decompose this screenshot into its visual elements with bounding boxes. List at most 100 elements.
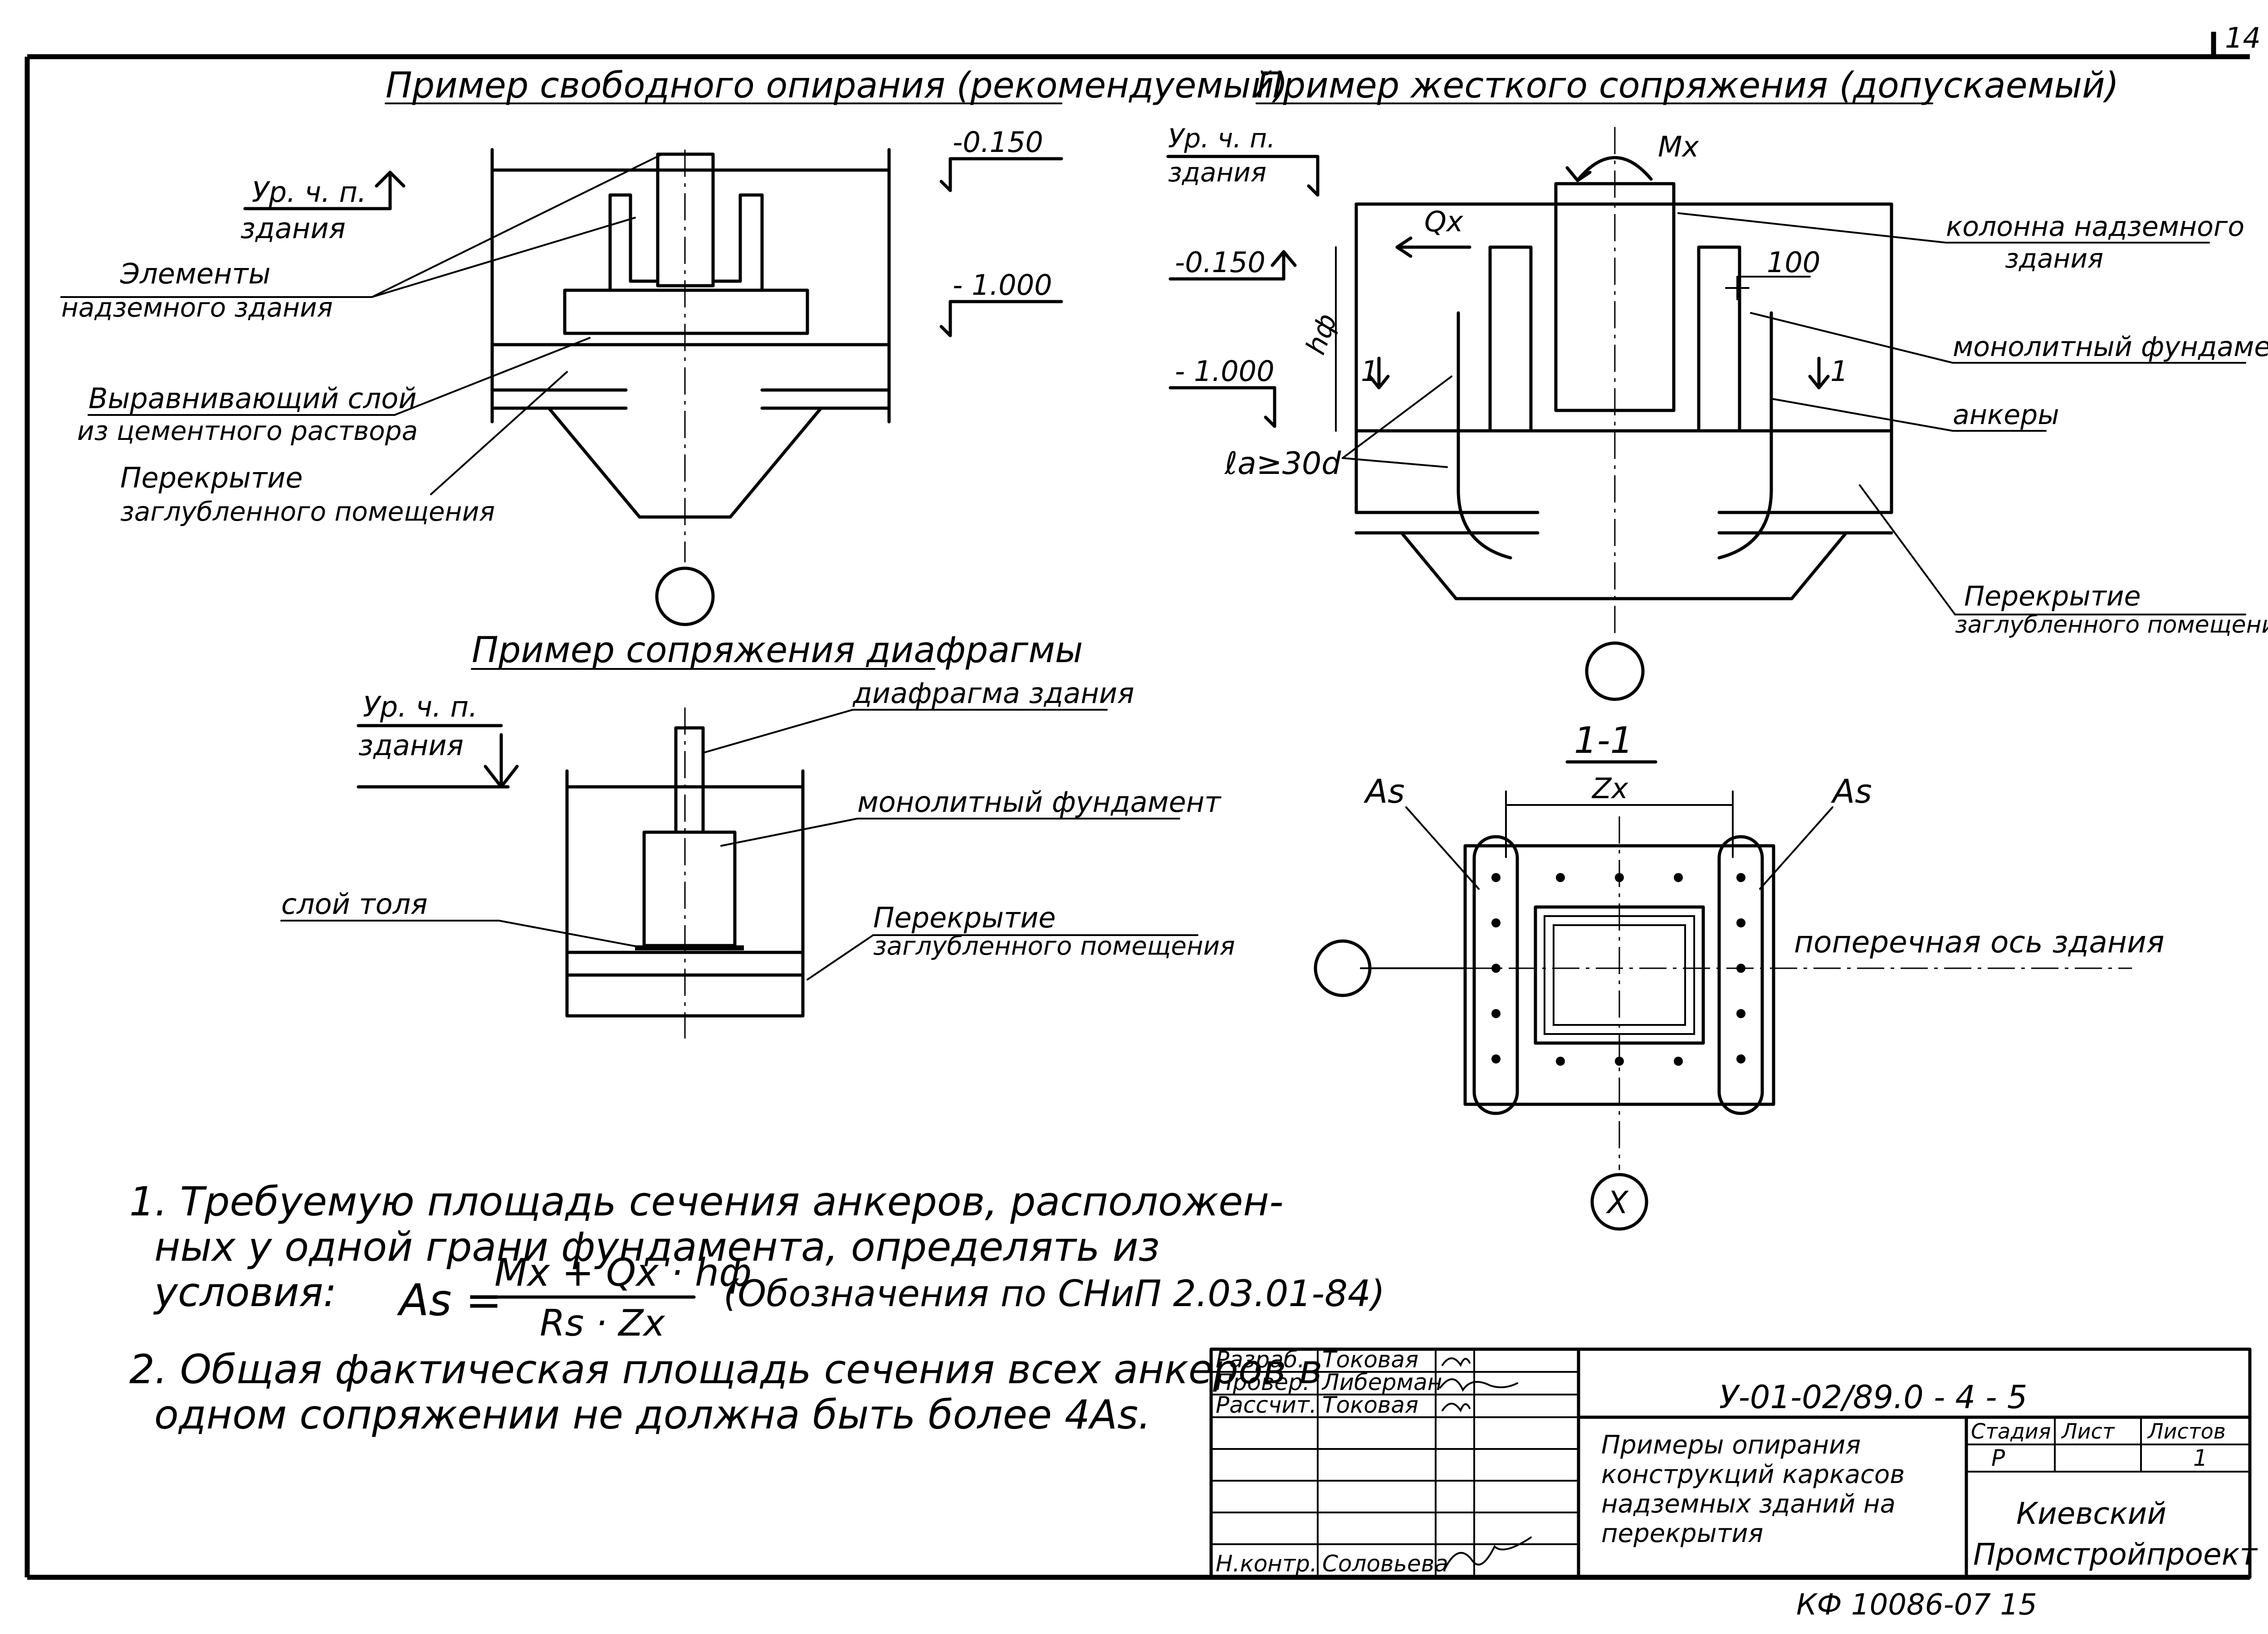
svg-text:Разраб.: Разраб. xyxy=(1216,1346,1305,1373)
figure-free-support: Пример свободного опирания (рекомендуемы… xyxy=(60,65,1288,626)
svg-text:-0.150: -0.150 xyxy=(1175,246,1266,279)
svg-text:заглубленного помещения: заглубленного помещения xyxy=(120,496,495,527)
svg-text:поперечная ось здания: поперечная ось здания xyxy=(1794,925,2165,960)
level-mark-ground: Ур. ч. п. здания xyxy=(240,171,406,245)
rebar-dots xyxy=(1491,873,1745,1066)
label-column: колонна надземного xyxy=(1946,211,2244,243)
svg-text:Ур. ч. п.: Ур. ч. п. xyxy=(363,690,478,723)
svg-text:Ур. ч. п.: Ур. ч. п. xyxy=(252,176,367,209)
sheet-number: 14 xyxy=(2225,21,2261,54)
svg-text:Mx + Qx · hф: Mx + Qx · hф xyxy=(494,1250,752,1295)
svg-text:ных у одной грани фундамента,: ных у одной грани фундамента, определять… xyxy=(154,1224,1160,1270)
figure-title: Пример свободного опирания (рекомендуемы… xyxy=(386,65,1288,106)
svg-text:надземных зданий на: надземных зданий на xyxy=(1601,1489,1896,1519)
signature xyxy=(1442,1357,1471,1367)
signature xyxy=(1439,1378,1518,1392)
signature xyxy=(1444,1536,1532,1570)
svg-text:As: As xyxy=(1364,772,1405,810)
level-mark-1000: - 1.000 xyxy=(1168,355,1276,428)
svg-text:Mx: Mx xyxy=(1658,130,1699,163)
axis-bubble xyxy=(1314,939,1372,997)
note-1: 1. Требуемую площадь сечения анкеров, ра… xyxy=(129,1178,1284,1225)
svg-text:конструкций каркасов: конструкций каркасов xyxy=(1601,1460,1905,1489)
label-leveling-layer: Выравнивающий слой xyxy=(88,382,417,415)
figure-title: Пример жесткого сопряжения (допускаемый) xyxy=(1256,65,2119,106)
archive-stamp: КФ 10086-07 15 xyxy=(1796,1588,2037,1622)
level-mark-150: -0.150 xyxy=(1168,246,1297,281)
anchor-group-left xyxy=(1472,835,1519,1115)
svg-text:Соловьева: Соловьева xyxy=(1322,1551,1448,1577)
label-tar-layer: слой толя xyxy=(281,888,428,921)
level-mark-ground: Ур. ч. п. здания xyxy=(357,690,519,789)
figure-rigid-connection: Пример жесткого сопряжения (допускаемый)… xyxy=(1166,65,2268,701)
svg-text:- 1.000: - 1.000 xyxy=(953,268,1052,302)
anchor-group-right xyxy=(1717,835,1764,1115)
svg-text:здания: здания xyxy=(240,212,346,245)
signature xyxy=(1442,1403,1471,1413)
svg-text:здания: здания xyxy=(2005,243,2103,274)
section-1-1: 1-1 Zx xyxy=(1314,719,2165,1231)
drawing-code: У-01-02/89.0 - 4 - 5 xyxy=(1719,1379,2027,1416)
svg-text:As =: As = xyxy=(396,1275,502,1326)
label-floor: Перекрытие xyxy=(1964,580,2141,612)
label-foundation: монолитный фундамент xyxy=(1953,331,2268,363)
svg-text:заглубленного помещения: заглубленного помещения xyxy=(1955,611,2268,639)
label-foundation: монолитный фундамент xyxy=(857,785,1222,819)
moment-arrow xyxy=(1577,156,1653,181)
label-anchors: анкеры xyxy=(1953,399,2059,431)
svg-text:Rs · Zx: Rs · Zx xyxy=(540,1302,665,1344)
svg-text:Qx: Qx xyxy=(1424,205,1464,238)
svg-text:здания: здания xyxy=(358,729,464,762)
svg-text:-0.150: -0.150 xyxy=(953,126,1043,159)
level-mark-1000: - 1.000 xyxy=(939,268,1063,337)
svg-text:Либерман: Либерман xyxy=(1321,1369,1442,1395)
svg-text:Листов: Листов xyxy=(2147,1419,2226,1444)
svg-text:из цементного раствора: из цементного раствора xyxy=(77,415,418,446)
svg-text:перекрытия: перекрытия xyxy=(1601,1519,1763,1548)
svg-text:Киевский: Киевский xyxy=(2016,1496,2166,1531)
label-floor: Перекрытие xyxy=(873,901,1056,934)
svg-text:заглубленного помещения: заглубленного помещения xyxy=(873,932,1235,961)
svg-text:одном сопряжении не должна быт: одном сопряжении не должна быть более 4A… xyxy=(154,1391,1151,1438)
section-title: 1-1 xyxy=(1574,719,1633,761)
svg-text:(Обозначения по СНиП 2.03.01-8: (Обозначения по СНиП 2.03.01-84) xyxy=(723,1273,1385,1315)
figure-diaphragm: Пример сопряжения диафрагмы Ур. ч. п. зд… xyxy=(280,630,1235,1039)
anchor-right xyxy=(1717,311,1773,560)
label-floor: Перекрытие xyxy=(120,461,303,494)
svg-text:- 1.000: - 1.000 xyxy=(1175,355,1275,388)
svg-text:Токовая: Токовая xyxy=(1322,1346,1418,1373)
axis-bubble-x xyxy=(1590,1173,1648,1231)
label-diaphragm: диафрагма здания xyxy=(852,677,1134,710)
axis-bubble xyxy=(1585,641,1645,701)
anchor-area-formula: As = Mx + Qx · hф Rs · Zx (Обозначения п… xyxy=(396,1250,1385,1344)
svg-text:Стадия: Стадия xyxy=(1971,1419,2051,1444)
level-mark-150: -0.150 xyxy=(939,126,1063,192)
svg-text:hф: hф xyxy=(1300,310,1343,359)
svg-text:1: 1 xyxy=(2193,1445,2208,1471)
svg-text:Примеры опирания: Примеры опирания xyxy=(1601,1430,1861,1460)
svg-text:1: 1 xyxy=(1830,355,1848,388)
svg-text:здания: здания xyxy=(1168,157,1266,188)
svg-text:Ур. ч. п.: Ур. ч. п. xyxy=(1168,123,1276,154)
svg-text:Рассчит.: Рассчит. xyxy=(1216,1392,1317,1418)
svg-text:ℓa≥30d: ℓa≥30d xyxy=(1224,446,1341,482)
note-2: 2. Общая фактическая площадь сечения все… xyxy=(129,1346,1322,1393)
svg-text:условия:: условия: xyxy=(153,1269,337,1316)
svg-text:Провер.: Провер. xyxy=(1216,1369,1310,1395)
svg-text:100: 100 xyxy=(1767,246,1820,279)
anchor-left xyxy=(1457,311,1512,560)
svg-text:Н.контр.: Н.контр. xyxy=(1216,1551,1317,1577)
label-elements: Элементы xyxy=(120,257,271,290)
title-block: Разраб. Провер. Рассчит. Н.контр. Токова… xyxy=(1209,1346,2258,1579)
level-mark-ground: Ур. ч. п. здания xyxy=(1166,123,1320,197)
svg-text:As: As xyxy=(1831,772,1872,810)
figure-title: Пример сопряжения диафрагмы xyxy=(472,630,1083,671)
notes: 1. Требуемую площадь сечения анкеров, ра… xyxy=(129,1178,1385,1438)
svg-text:Р: Р xyxy=(1991,1445,2005,1471)
axis-bubble xyxy=(655,566,715,626)
svg-text:X: X xyxy=(1606,1185,1629,1221)
svg-text:Лист: Лист xyxy=(2061,1419,2115,1444)
svg-text:Промстройпроект: Промстройпроект xyxy=(1973,1537,2258,1572)
svg-text:Токовая: Токовая xyxy=(1322,1392,1418,1418)
